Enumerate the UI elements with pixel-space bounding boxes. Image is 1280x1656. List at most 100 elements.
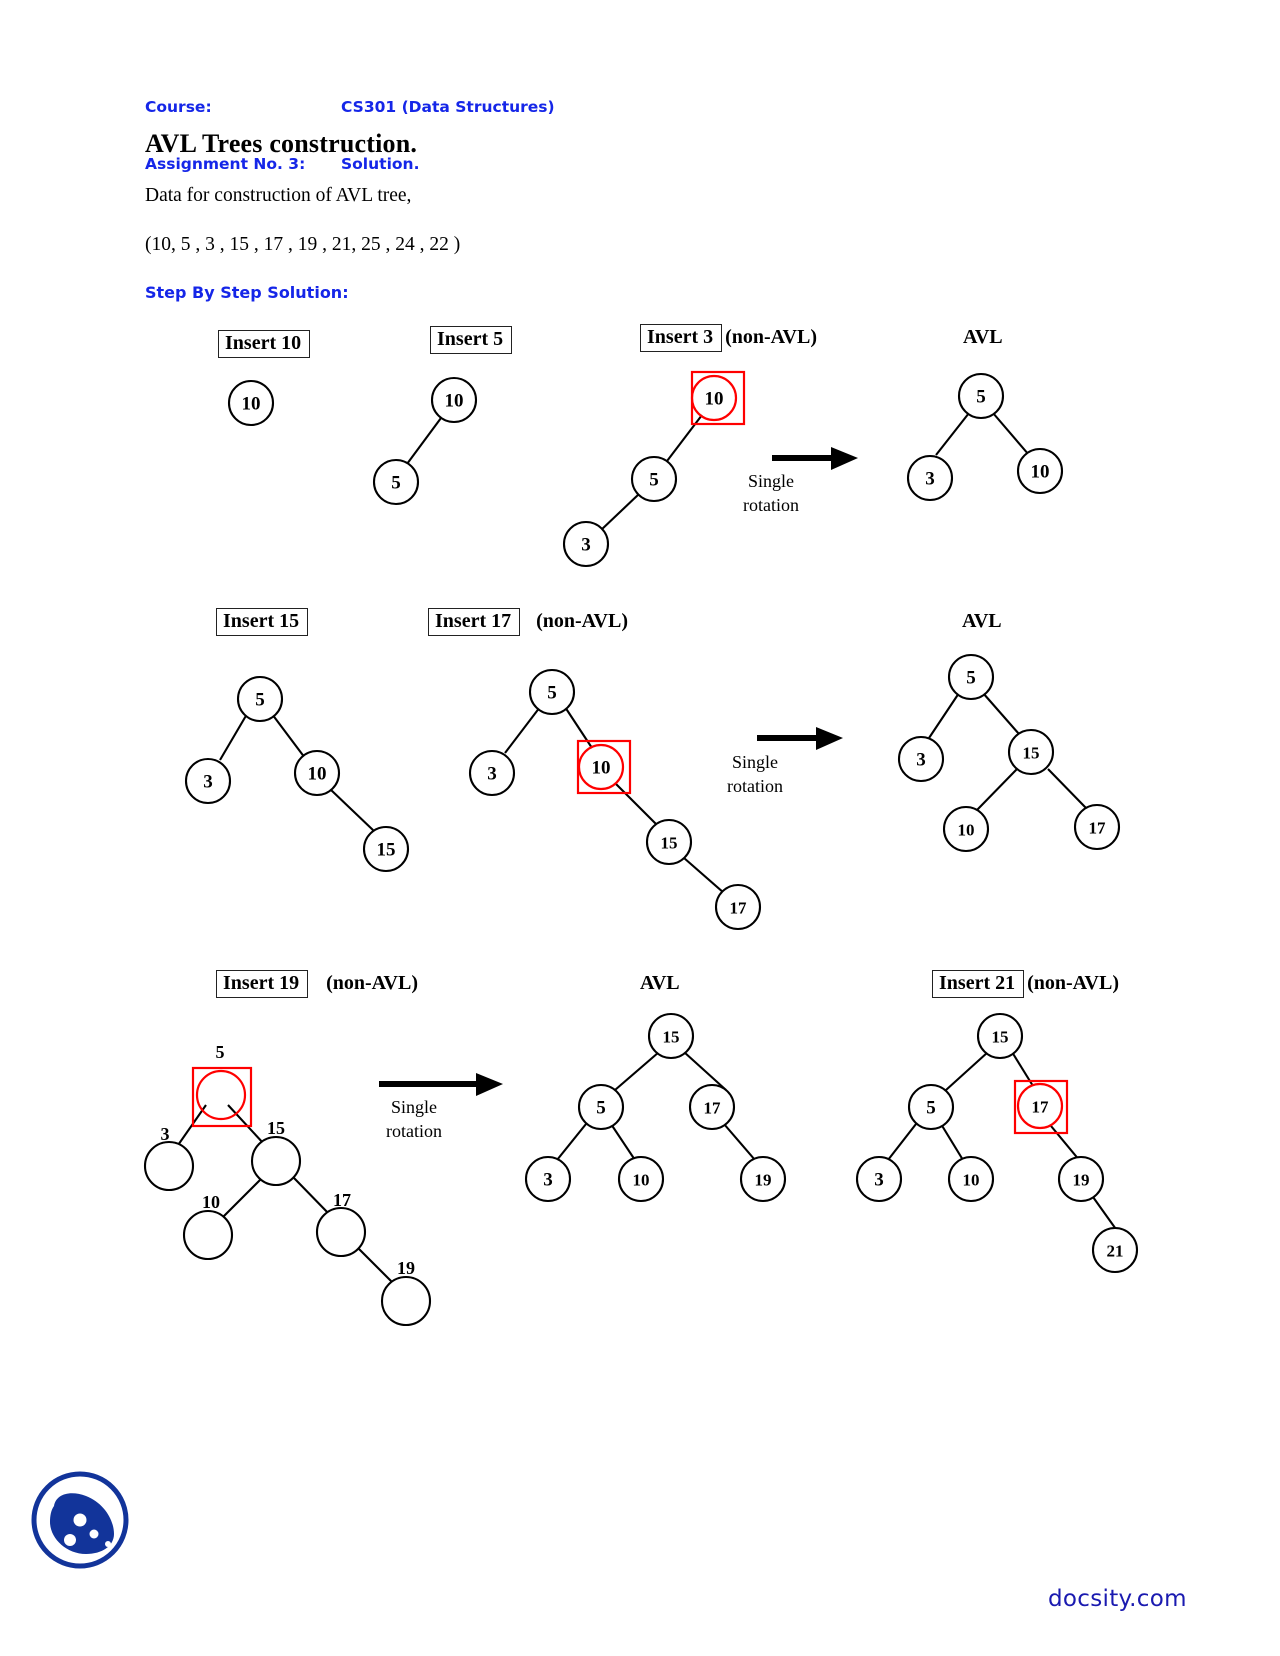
node-label-17: 17 — [1089, 819, 1107, 838]
step-label-insert-3: Insert 3(non-AVL) — [640, 324, 817, 352]
arrow-head — [831, 447, 858, 470]
arrow-head — [816, 727, 843, 750]
rotation-arrow-row3: Single rotation — [379, 1073, 503, 1141]
edge-10-15 — [329, 788, 375, 832]
tree-avl-2: 5 3 15 10 17 — [897, 653, 1121, 853]
node-17 — [315, 1206, 367, 1258]
node-15 — [647, 1012, 695, 1060]
arrow-head — [476, 1073, 503, 1096]
node-label-5: 5 — [216, 1042, 225, 1062]
node-label-10: 10 — [308, 764, 327, 785]
course-row: Course:CS301 (Data Structures) — [145, 98, 555, 117]
node-3 — [906, 454, 954, 502]
node-3 — [897, 735, 945, 783]
step-label-insert-21: Insert 21(non-AVL) — [932, 970, 1119, 998]
edge-5-3 — [556, 1123, 587, 1161]
node-label-17: 17 — [333, 1190, 351, 1210]
node-label-10: 10 — [963, 1171, 980, 1190]
tree-insert-21: 15 5 17 3 10 19 21 — [855, 1012, 1139, 1274]
edge-15-5 — [614, 1051, 660, 1091]
avl-label-row3: AVL — [640, 972, 680, 994]
node-label-5: 5 — [255, 690, 265, 711]
assignment-value: Solution. — [341, 155, 420, 173]
edge-5-10 — [940, 1123, 964, 1161]
node-label-3: 3 — [581, 535, 591, 556]
edge-5-3 — [887, 1123, 917, 1161]
edge-17-19 — [1050, 1125, 1081, 1162]
tree-insert-10: 10 — [227, 379, 275, 427]
node-3 — [855, 1155, 903, 1203]
edge-5-3 — [175, 1104, 207, 1149]
node-10 — [430, 376, 478, 424]
highlight-circle-node-10 — [690, 374, 738, 422]
node-5 — [957, 372, 1005, 420]
edge-15-10 — [221, 1177, 263, 1219]
highlight-box-node-10 — [576, 739, 632, 795]
step-label-insert-15: Insert 15 — [216, 608, 309, 636]
node-17 — [688, 1083, 736, 1131]
edge-19-21 — [1092, 1196, 1119, 1233]
edge-5-3 — [219, 713, 248, 761]
node-5 — [577, 1083, 625, 1131]
edge-15-5 — [945, 1051, 989, 1091]
assignment-label: Assignment No. 3: — [145, 155, 306, 173]
node-15 — [976, 1012, 1024, 1060]
edge-15-10 — [976, 768, 1018, 811]
node-19 — [1057, 1155, 1105, 1203]
node-label-17: 17 — [704, 1099, 722, 1118]
node-label-10: 10 — [633, 1171, 650, 1190]
node-5 — [907, 1083, 955, 1131]
node-label-10: 10 — [445, 391, 464, 412]
node-3 — [184, 757, 232, 805]
docsity-logo-icon — [31, 1471, 129, 1569]
node-10 — [947, 1155, 995, 1203]
edge-17-19 — [723, 1123, 756, 1161]
data-sequence: (10, 5 , 3 , 15 , 17 , 19 , 21, 25 , 24 … — [145, 234, 461, 255]
node-15 — [250, 1135, 302, 1187]
highlight-circle-node-10 — [577, 743, 625, 791]
edge-15-17 — [293, 1177, 332, 1217]
node-label-3: 3 — [161, 1124, 170, 1144]
tree-avl-1: 5 3 10 — [906, 372, 1064, 502]
node-5 — [630, 455, 678, 503]
edge-15-17 — [1047, 768, 1087, 809]
edge-10-5 — [403, 417, 442, 469]
avl-label-row2: AVL — [962, 610, 1002, 632]
avl-label-row1: AVL — [963, 326, 1003, 348]
edge-15-17 — [1011, 1051, 1034, 1087]
rotation-arrow-row1: Single rotation — [743, 447, 858, 515]
node-label-10: 10 — [705, 389, 724, 410]
node-label-10: 10 — [592, 758, 611, 779]
insert-17-suffix: (non-AVL) — [536, 610, 628, 632]
node-10 — [182, 1209, 234, 1261]
node-label-5: 5 — [966, 668, 976, 689]
insert-15-box: Insert 15 — [216, 608, 309, 636]
node-label-10: 10 — [242, 394, 261, 415]
node-label-3: 3 — [487, 764, 497, 785]
node-15 — [645, 818, 693, 866]
course-label: Course: — [145, 98, 212, 116]
rotation-caption-line1: Single — [732, 752, 778, 772]
node-10 — [293, 749, 341, 797]
node-10 — [1016, 447, 1064, 495]
node-label-3: 3 — [925, 469, 935, 490]
step-by-step-heading: Step By Step Solution: — [145, 283, 349, 302]
node-17 — [1073, 803, 1121, 851]
highlight-circle-node-17 — [1016, 1082, 1064, 1130]
highlight-box-node-17 — [1013, 1079, 1069, 1135]
node-label-17: 17 — [1032, 1098, 1050, 1117]
node-5 — [236, 675, 284, 723]
highlight-box-node-10 — [690, 370, 746, 426]
node-19 — [380, 1275, 432, 1327]
highlight-box-node-5 — [191, 1066, 253, 1128]
edge-5-3 — [935, 412, 970, 456]
tree-insert-19: 5 3 15 10 17 19 — [143, 1042, 432, 1327]
page-title: AVL Trees construction. — [145, 129, 418, 158]
rotation-caption-line2: rotation — [386, 1121, 442, 1141]
edge-5-3 — [928, 692, 960, 739]
edge-5-3 — [504, 706, 541, 754]
node-label-19: 19 — [755, 1171, 772, 1190]
node-label-10: 10 — [202, 1192, 220, 1212]
node-label-5: 5 — [547, 683, 557, 704]
node-label-15: 15 — [1023, 744, 1040, 763]
